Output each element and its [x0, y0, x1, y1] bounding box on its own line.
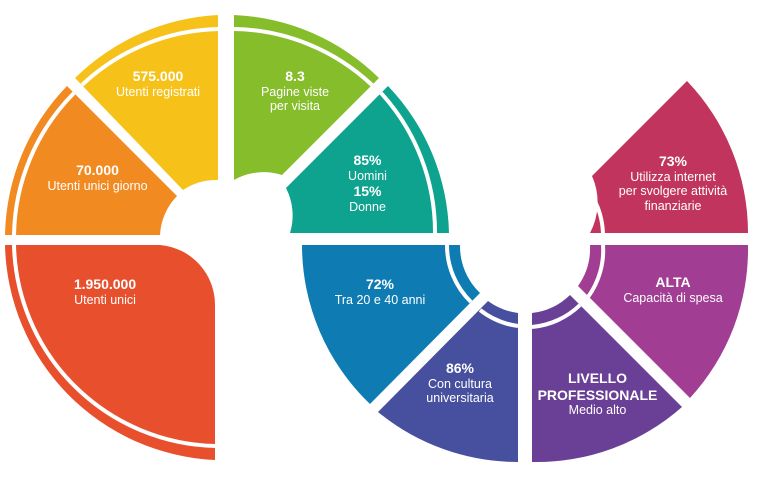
label-capacita: ALTA Capacità di spesa — [608, 274, 738, 305]
segment-utenti-registrati — [75, 15, 218, 190]
label-utenti-unici-giorno: 70.000 Utenti unici giorno — [20, 162, 175, 193]
ring-outline-cultura — [478, 308, 519, 328]
segment-cultura — [378, 301, 518, 463]
label-cultura: 86% Con cultura universitaria — [405, 360, 515, 406]
text: Tra 20 e 40 anni — [334, 292, 426, 307]
text2: per visita — [269, 99, 321, 114]
segment-internet — [590, 81, 748, 233]
text: Pagine viste — [260, 84, 330, 99]
value: 86% — [445, 360, 475, 376]
ring-outline-livello — [531, 303, 582, 329]
label-eta: 72% Tra 20 e 40 anni — [305, 276, 455, 307]
ring-outline-pagine-viste — [233, 27, 374, 87]
text3: Donne — [349, 199, 386, 214]
text2: universitaria — [426, 391, 494, 406]
label-uomini-donne: 85% Uomini 15% Donne — [315, 152, 420, 215]
value: 70.000 — [76, 162, 119, 178]
ring-outline-capacita — [586, 244, 606, 299]
value: ALTA — [655, 274, 691, 290]
value: 73% — [658, 153, 688, 169]
text: Capacità di spesa — [623, 290, 723, 305]
value: LIVELLO — [567, 370, 628, 386]
segment-uomini-donne — [286, 86, 449, 233]
text2: per svolgere attività — [618, 184, 728, 199]
text: Utenti registrati — [115, 84, 201, 99]
label-pagine-viste: 8.3 Pagine viste per visita — [235, 68, 355, 114]
text3: finanziarie — [644, 199, 702, 214]
segment-capacita — [578, 245, 749, 398]
ring-outline-utenti-unici-giorno — [12, 91, 76, 236]
value: 1.950.000 — [73, 276, 137, 292]
value: 8.3 — [285, 68, 305, 84]
text: Uomini — [348, 168, 387, 183]
text: Medio alto — [568, 403, 627, 418]
value: 575.000 — [132, 68, 184, 84]
value: 85% — [353, 152, 382, 168]
ring-outline-utenti-unici — [12, 244, 216, 448]
segment-livello — [532, 295, 682, 463]
text: Utenti unici — [74, 292, 136, 307]
label-livello: LIVELLO PROFESSIONALE Medio alto — [530, 370, 665, 418]
value2: 15% — [353, 183, 382, 200]
segment-pagine-viste — [234, 15, 379, 180]
ring-outline-uomini-donne — [379, 91, 438, 234]
segment-utenti-unici — [5, 245, 216, 460]
label-utenti-registrati: 575.000 Utenti registrati — [88, 68, 228, 99]
text: Con cultura — [428, 376, 492, 391]
value2: PROFESSIONALE — [537, 386, 658, 403]
text: Utenti unici giorno — [47, 178, 148, 193]
label-internet: 73% Utilizza internet per svolgere attiv… — [598, 153, 748, 214]
label-utenti-unici: 1.950.000 Utenti unici — [30, 276, 180, 307]
ring-outline-internet — [583, 184, 605, 234]
segment-eta — [302, 245, 480, 404]
ring-outline-eta — [444, 244, 473, 304]
ring-outline-utenti-registrati — [80, 27, 219, 87]
value: 72% — [365, 276, 395, 292]
text: Utilizza internet — [630, 169, 716, 184]
